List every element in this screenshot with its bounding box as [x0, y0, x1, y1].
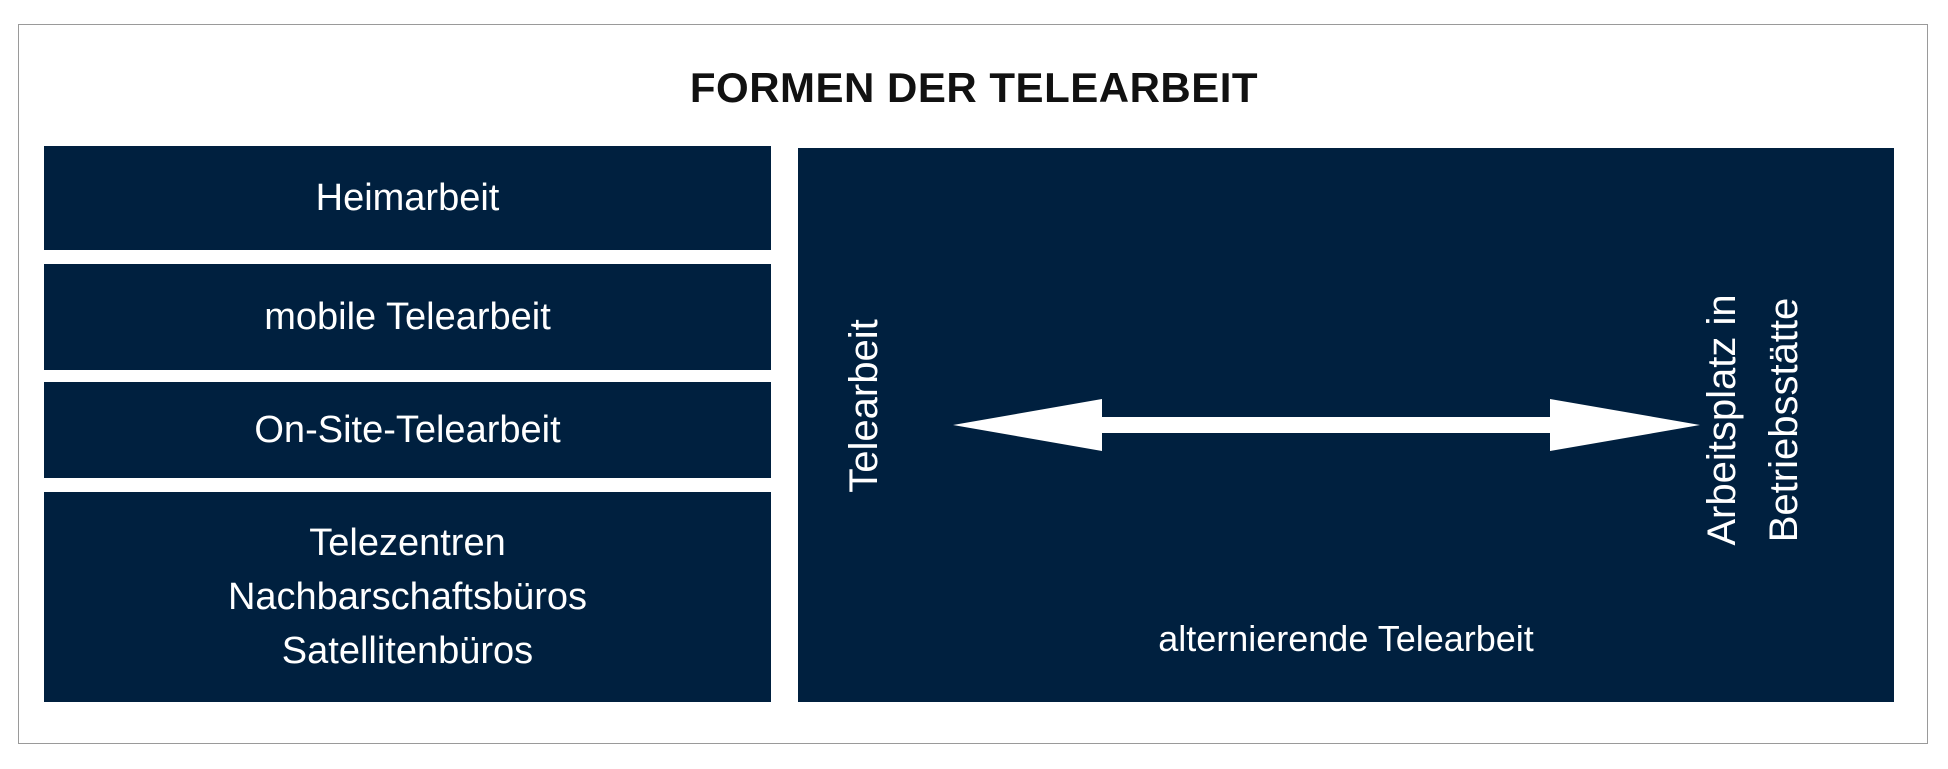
- box-heimarbeit-label: Heimarbeit: [315, 177, 500, 219]
- box-on-site-telearbeit-label: On-Site-Telearbeit: [254, 409, 561, 451]
- diagram-title: FORMEN DER TELEARBEIT: [689, 64, 1259, 111]
- box-on-site-telearbeit: On-Site-Telearbeit: [44, 382, 771, 478]
- diagram-frame: [18, 24, 1928, 744]
- double-headed-arrow-icon: [953, 399, 1700, 451]
- box-heimarbeit: Heimarbeit: [44, 146, 771, 250]
- box-telezentren: Telezentren Nachbarschaftsbüros Satellit…: [44, 492, 771, 702]
- box-telezentren-line-3: Satellitenbüros: [281, 630, 534, 672]
- panel-bottom-label: alternierende Telearbeit: [1158, 618, 1534, 659]
- box-mobile-telearbeit-label: mobile Telearbeit: [264, 296, 551, 338]
- alternierende-telearbeit-panel: Telearbeit Arbeitsplatz in Betriebsstätt…: [798, 148, 1894, 702]
- box-mobile-telearbeit: mobile Telearbeit: [44, 264, 771, 370]
- box-telezentren-line-1: Telezentren: [309, 522, 506, 564]
- box-telezentren-line-2: Nachbarschaftsbüros: [227, 576, 588, 618]
